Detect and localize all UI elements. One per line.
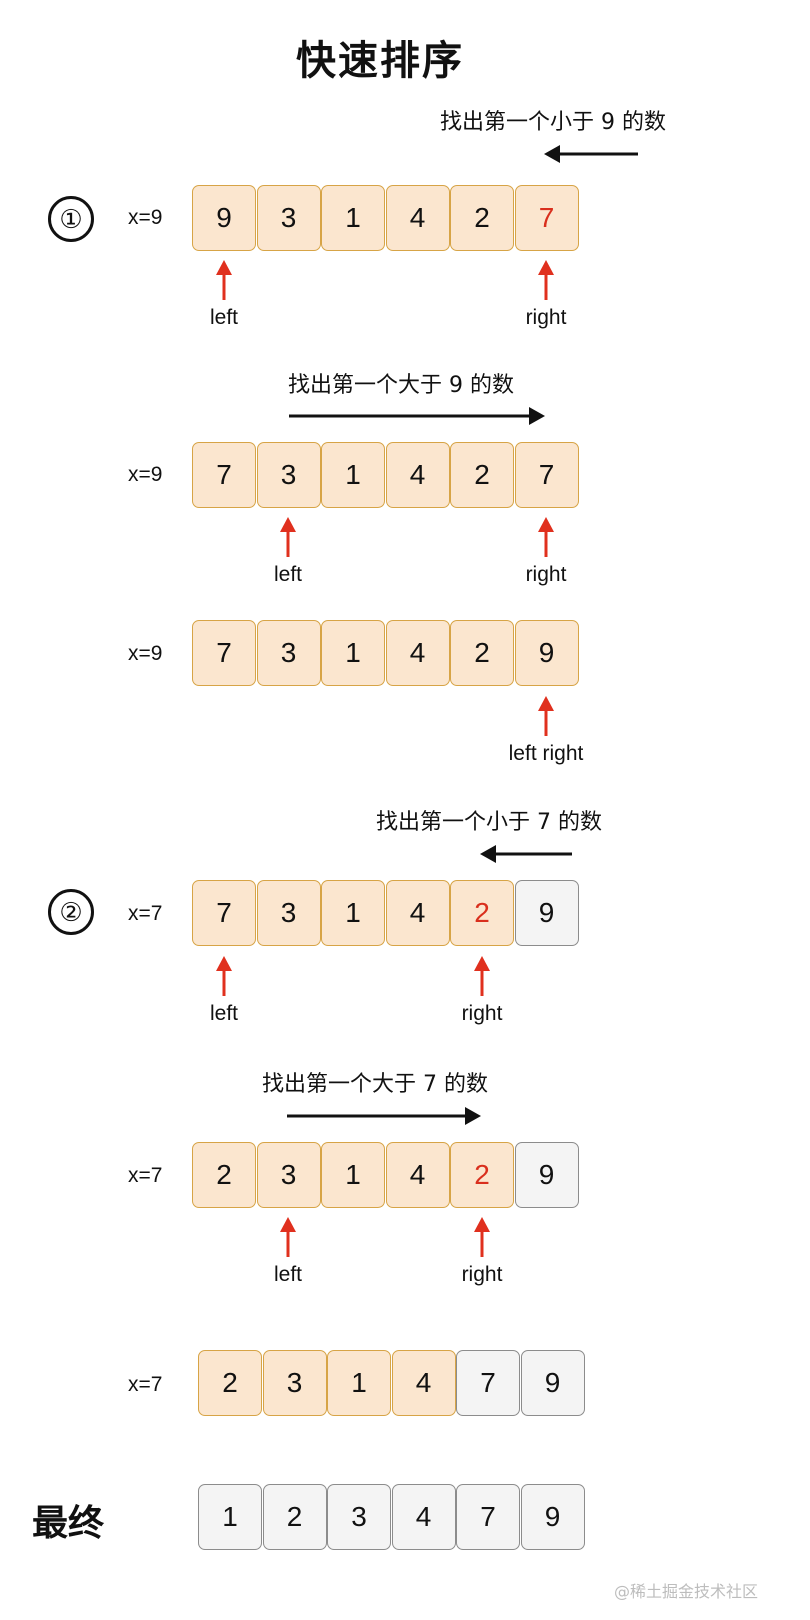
pointer-label: left (209, 306, 238, 329)
array-cell: 2 (450, 185, 514, 251)
caption-find-smaller-7: 找出第一个小于 7 的数 (376, 810, 602, 835)
array-cell-sorted: 9 (514, 880, 579, 946)
array-cell: 4 (385, 442, 450, 508)
up-arrow-icon (280, 1217, 296, 1257)
array-cell: 3 (256, 620, 321, 686)
right-pointer: right (407, 1217, 557, 1287)
array-cell: 7 (514, 442, 579, 508)
left-pointer: left (149, 260, 299, 330)
caption-find-smaller-9: 找出第一个小于 9 的数 (440, 110, 666, 135)
pivot-label: x=9 (128, 463, 163, 486)
array-cell: 7 (192, 442, 256, 508)
pivot-label: x=9 (128, 642, 163, 665)
array-cell: 1 (321, 1142, 385, 1208)
left-pointer: left (213, 517, 363, 587)
array-cell: 3 (256, 442, 321, 508)
array-cell: 4 (391, 1350, 456, 1416)
array-cell-sorted: 3 (327, 1484, 391, 1550)
array-cell: 2 (192, 1142, 256, 1208)
direction-left-arrow-icon (544, 145, 638, 163)
pointer-label: left (273, 1263, 302, 1286)
left-pointer: left (149, 956, 299, 1026)
round-1-marker: ① (48, 196, 94, 242)
array-cell-sorted: 9 (514, 1142, 579, 1208)
direction-left-arrow-icon (480, 845, 572, 863)
array-cell: 1 (321, 620, 385, 686)
final-label: 最终 (32, 1503, 105, 1544)
array-cell: 7 (192, 620, 256, 686)
pointer-label: right (525, 563, 567, 586)
pointer-label: right (525, 306, 567, 329)
round-2-marker: ② (48, 889, 94, 935)
pointer-label: left right (508, 742, 584, 765)
array-cell: 1 (321, 442, 385, 508)
up-arrow-icon (280, 517, 296, 557)
watermark: @稀土掘金技术社区 (613, 1582, 758, 1601)
up-arrow-icon (474, 1217, 490, 1257)
array-cell-sorted: 9 (520, 1350, 585, 1416)
array-cell-sorted: 7 (456, 1484, 520, 1550)
array-cell-highlight: 7 (514, 185, 579, 251)
array-cell: 3 (256, 185, 321, 251)
array-cell: 2 (198, 1350, 262, 1416)
array-cell: 4 (385, 620, 450, 686)
pivot-label: x=9 (128, 206, 163, 229)
array-cell-sorted: 2 (262, 1484, 327, 1550)
array-cell: 2 (450, 442, 514, 508)
pivot-label: x=7 (128, 1164, 163, 1187)
pivot-label: x=7 (128, 902, 163, 925)
array-cell-sorted: 9 (520, 1484, 585, 1550)
meet-pointer: left right (471, 696, 621, 766)
caption-find-larger-9: 找出第一个大于 9 的数 (288, 373, 514, 398)
array-cell: 9 (192, 185, 256, 251)
direction-right-arrow-icon (287, 1107, 481, 1125)
pointer-label: right (461, 1263, 503, 1286)
up-arrow-icon (538, 517, 554, 557)
array-cell: 3 (256, 1142, 321, 1208)
array-cell: 4 (385, 880, 450, 946)
up-arrow-icon (216, 956, 232, 996)
up-arrow-icon (216, 260, 232, 300)
array-cell-sorted: 7 (456, 1350, 520, 1416)
pointer-label: right (461, 1002, 503, 1025)
array-cell-highlight: 2 (450, 880, 514, 946)
up-arrow-icon (474, 956, 490, 996)
up-arrow-icon (538, 696, 554, 736)
up-arrow-icon (538, 260, 554, 300)
array-cell: 1 (321, 880, 385, 946)
array-cell: 4 (385, 1142, 450, 1208)
caption-find-larger-7: 找出第一个大于 7 的数 (262, 1072, 488, 1097)
array-cell: 7 (192, 880, 256, 946)
direction-right-arrow-icon (289, 407, 545, 425)
left-pointer: left (213, 1217, 363, 1287)
array-cell: 1 (327, 1350, 391, 1416)
array-cell: 3 (262, 1350, 327, 1416)
page-title: 快速排序 (296, 38, 464, 84)
array-cell-sorted: 4 (391, 1484, 456, 1550)
array-cell-highlight: 2 (450, 1142, 514, 1208)
right-pointer: right (471, 260, 621, 330)
pointer-label: left (273, 563, 302, 586)
array-cell-sorted: 1 (198, 1484, 262, 1550)
array-cell: 1 (321, 185, 385, 251)
pointer-label: left (209, 1002, 238, 1025)
right-pointer: right (407, 956, 557, 1026)
array-cell: 3 (256, 880, 321, 946)
array-cell: 4 (385, 185, 450, 251)
array-cell: 9 (514, 620, 579, 686)
array-cell: 2 (450, 620, 514, 686)
right-pointer: right (471, 517, 621, 587)
pivot-label: x=7 (128, 1373, 163, 1396)
